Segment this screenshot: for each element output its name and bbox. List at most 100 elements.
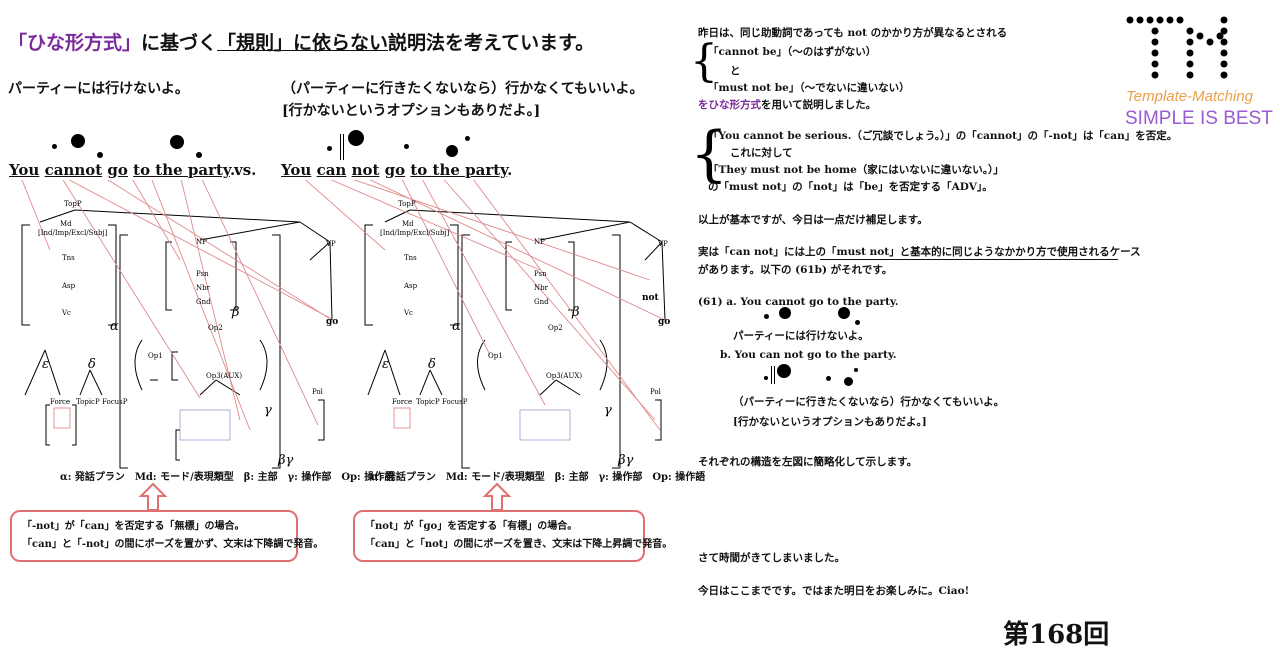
para-7: 今日はここまでです。ではまた明日をお楽しみに。Ciao! [698,585,970,597]
node-op3-r: Op3(AUX) [546,372,582,380]
pause-bar [340,134,344,160]
up-arrow-icon [482,482,512,511]
callout-line: 「can」と「-not」の間にポーズを置かず、文末は下降調で発音。 [22,539,324,550]
para-2b: これに対して [730,147,793,159]
para-5: それぞれの構造を左図に簡略化して示します。 [698,456,918,468]
para-4a: 実は「can not」には上の「must not」と基本的に同じようなかかり方で… [698,246,1141,258]
left-ja-2: （パーティーに行きたくないなら）行かなくてもいいよ。 [282,81,644,97]
intonation-dot [777,364,791,378]
example-b-ja1: （パーティーに行きたくないなら）行かなくてもいいよ。 [733,396,1005,408]
example-a-ja: パーティーには行けないよ。 [733,330,869,342]
page-title: 「ひな形方式」に基づく「規則」に依らない説明法を考えています。 [8,28,594,55]
legend-left: α: 発話プラン Md: モード/表現類型 β: 主部 γ: 操作部 Op: 操… [60,472,395,483]
brace: { [690,36,718,87]
sentence-can-not: You can not go to the party. [281,161,512,179]
word-you: You [9,161,40,179]
node-op2-r: Op2 [548,324,563,332]
greek-delta-r: δ [428,357,436,372]
node-force-r: Force [392,398,412,406]
para-1a: 「cannot be」（〜のはずがない） [708,46,877,58]
intonation-dot [838,307,850,319]
logo-line2: SIMPLE IS BEST [1125,108,1273,129]
brace: { [690,119,729,189]
greek-gamma-r: γ [604,403,612,418]
node-asp-r: Asp [403,282,418,290]
para-6: さて時間がきてしまいました。 [698,552,845,564]
intonation-dot [465,136,470,141]
node-focusp-l: FocusP [102,398,128,406]
node-gnd-l: Gnd [196,298,211,306]
example-a: (61) a. You cannot go to the party. [698,296,899,308]
word-go: go [107,161,128,179]
hina-highlight: をひな形方式 [698,99,761,111]
legend-right: α: 発話プラン Md: モード/表現類型 β: 主部 γ: 操作部 Op: 操… [371,472,706,483]
word-not: not [351,161,380,179]
intonation-dot [446,145,458,157]
para-2c: 「They must not be home（家にはいないに違いない。）」 [708,164,1004,176]
node-topp-l: TopP [64,200,82,208]
para-4b: があります。以下の (61b) がそれです。 [698,264,893,276]
intonation-dot [779,307,791,319]
node-tns-l: Tns [62,254,75,262]
node-vp-r: VP [657,240,668,248]
intonation-dot [844,377,853,386]
intonation-dot [170,135,184,149]
intonation-dot [196,152,202,158]
logo-line1: Template-Matching [1126,88,1254,105]
word-party: to the party [410,161,508,179]
pause-bar [771,366,775,384]
node-topicp-l: TopicP [76,398,100,406]
node-pol-l: Pol [312,388,324,396]
left-ja-1: パーティーには行けないよ。 [8,81,189,97]
greek-beta-l: β [231,305,240,320]
node-nbr-l: Nbr [196,284,211,292]
intonation-dot [764,314,769,319]
para-3: 以上が基本ですが、今日は一点だけ補足します。 [698,214,928,226]
callout-line: 「-not」が「can」を否定する「無標」の場合。 [22,521,245,532]
intonation-dot [764,376,768,380]
node-focusp-r: FocusP [442,398,468,406]
vs-label: vs. [234,161,257,179]
greek-gamma-l: γ [264,403,272,418]
greek-delta-l: δ [88,357,96,372]
example-b-ja2: [行かないというオプションもありだよ。] [733,416,927,428]
intonation-dot [855,320,860,325]
para-1d: をひな形方式を用いて説明しました。 [698,97,876,114]
tm-logo-icon [1126,16,1228,79]
node-tns-r: Tns [404,254,417,262]
callout-marked: 「not」が「go」を否定する「有標」の場合。 「can」と「not」の間にポー… [353,510,672,562]
node-md-r: Md [402,220,414,228]
node-go-l: go [326,317,338,327]
word-you: You [281,161,312,179]
period: . [229,161,236,179]
node-op1-l: Op1 [148,352,163,360]
node-psn-l: Psn [196,270,209,278]
greek-bgamma-r: βγ [617,453,634,468]
node-topicp-r: TopicP [416,398,440,406]
intonation-dot [327,146,332,151]
node-vc-r: Vc [403,309,413,317]
intonation-dot [52,144,57,149]
node-pol-r: Pol [650,388,662,396]
node-force-l: Force [50,398,70,406]
para-1b: と [730,65,741,77]
greek-eps-r: ε [382,357,389,372]
callout-line: 「not」が「go」を否定する「有標」の場合。 [365,521,578,532]
para-2d: の「must not」の「not」は「be」を否定する「ADV」。 [708,181,993,193]
episode-number: 第168回 [1003,620,1110,650]
node-md-sub-l: [Ind/Imp/Excl/Subj] [38,229,108,237]
greek-beta-r: β [571,305,580,320]
node-vp-l: VP [325,240,336,248]
node-gnd-r: Gnd [534,298,549,306]
node-md-sub-r: [Ind/Imp/Excl/Subj] [380,229,450,237]
callout-unmarked: 「-not」が「can」を否定する「無標」の場合。 「can」と「-not」の間… [10,510,324,562]
sentence-cannot: You cannot go to the party. [9,161,235,179]
word-can: can [316,161,347,179]
node-op3-l: Op3(AUX) [206,372,242,380]
intonation-dot [348,130,364,146]
title-rule: 「規則」に依らない [217,32,389,54]
intonation-dot [404,144,409,149]
left-ja-3: [行かないというオプションもありだよ。] [282,103,541,119]
node-asp-l: Asp [61,282,76,290]
para-1: 昨日は、同じ助動詞であっても not のかかり方が異なるとされる [698,27,1008,39]
